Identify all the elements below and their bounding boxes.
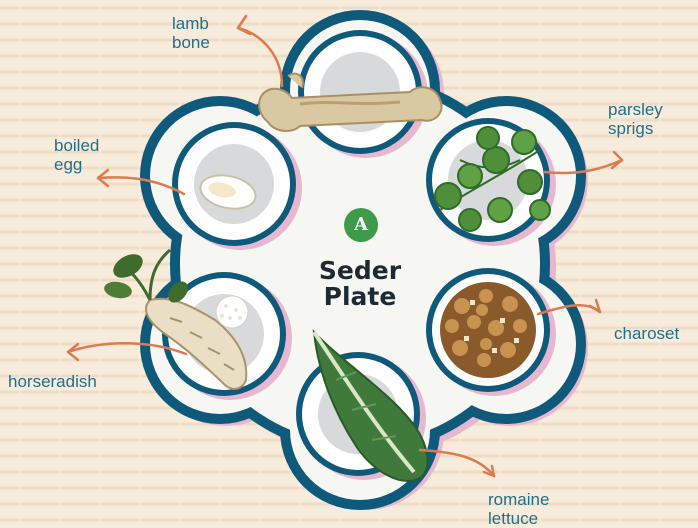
- plate-badge: A: [344, 208, 378, 242]
- label-charoset: charoset: [614, 324, 679, 343]
- label-romaine-lettuce: romaine lettuce: [488, 490, 549, 528]
- label-boiled-egg: boiled egg: [54, 136, 99, 174]
- plate-title: Seder Plate: [300, 258, 420, 310]
- charoset-food: [440, 282, 536, 378]
- label-horseradish: horseradish: [8, 372, 97, 391]
- label-parsley-sprigs: parsley sprigs: [608, 100, 663, 138]
- label-lamb-bone: lamb bone: [172, 14, 210, 52]
